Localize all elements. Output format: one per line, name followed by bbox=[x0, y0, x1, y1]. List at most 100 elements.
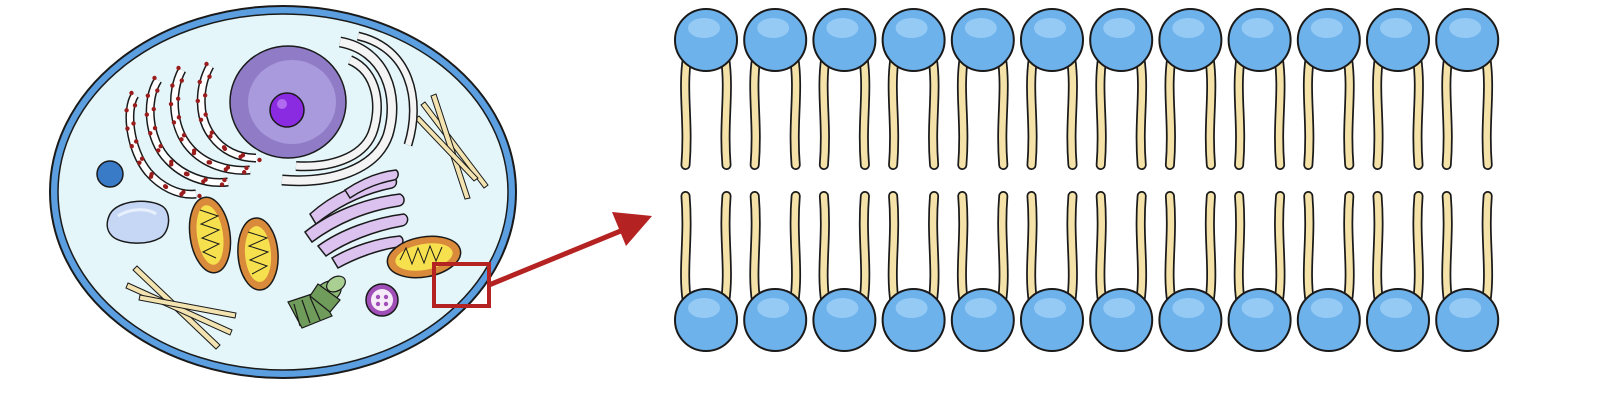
cytoskeleton-fibers-bottom bbox=[125, 265, 237, 350]
ribosome bbox=[191, 150, 197, 156]
head-highlight bbox=[826, 18, 859, 38]
lipid-tail bbox=[1373, 54, 1383, 169]
lipid-tail bbox=[1136, 54, 1146, 169]
ribosome bbox=[148, 131, 153, 136]
ribosome bbox=[139, 156, 145, 161]
ribosome bbox=[125, 126, 130, 131]
lipid-tail bbox=[1443, 192, 1452, 306]
lipid-tail bbox=[860, 54, 869, 169]
head-highlight bbox=[1449, 298, 1482, 318]
head-highlight bbox=[1172, 298, 1205, 318]
ribosome bbox=[203, 177, 208, 182]
ribosome bbox=[209, 130, 215, 135]
ribosome bbox=[131, 121, 136, 126]
head-highlight bbox=[1310, 18, 1343, 38]
lipid-tail bbox=[1067, 54, 1077, 169]
lipid-tail bbox=[1027, 54, 1037, 169]
peroxisome bbox=[365, 283, 399, 317]
ribosome bbox=[156, 148, 161, 153]
ribosome bbox=[222, 177, 227, 183]
ribosome bbox=[169, 162, 174, 167]
ribosome bbox=[207, 74, 212, 79]
lipid-tail bbox=[681, 54, 691, 169]
lipid-tail bbox=[889, 54, 898, 169]
lipid-tail bbox=[820, 54, 829, 169]
lipid-tail bbox=[1235, 192, 1244, 306]
ribosome bbox=[144, 112, 150, 117]
lipid-tail bbox=[790, 54, 800, 169]
ribosomes bbox=[124, 61, 262, 199]
head-highlight bbox=[1241, 298, 1274, 318]
head-highlight bbox=[1310, 298, 1343, 318]
ribosome bbox=[134, 139, 139, 144]
lipid-tail bbox=[889, 192, 898, 306]
head-highlight bbox=[1241, 18, 1274, 38]
lipid-tail bbox=[1136, 192, 1146, 306]
head-highlight bbox=[1103, 18, 1136, 38]
lipid-tail bbox=[1344, 54, 1353, 169]
ribosome bbox=[175, 96, 181, 101]
lipid-tail bbox=[1413, 192, 1423, 306]
lysosome bbox=[96, 160, 124, 188]
ribosome bbox=[158, 143, 163, 149]
ribosome bbox=[129, 144, 134, 149]
ribosome bbox=[129, 90, 134, 96]
head-highlight bbox=[757, 298, 790, 318]
magnification-arrow bbox=[488, 212, 652, 288]
mitochondrion-1 bbox=[188, 196, 232, 274]
lipid-tail bbox=[820, 192, 829, 306]
ribosome bbox=[132, 103, 138, 108]
ribosome bbox=[240, 153, 246, 158]
ribosome bbox=[181, 132, 187, 138]
ribosome bbox=[176, 65, 181, 71]
smooth-endoplasmic-reticulum bbox=[281, 31, 418, 187]
head-highlight bbox=[1103, 298, 1136, 318]
head-highlight bbox=[1380, 298, 1412, 318]
golgi-apparatus bbox=[303, 169, 409, 270]
ribosome bbox=[171, 120, 177, 125]
ribosome bbox=[207, 160, 213, 165]
ribosome bbox=[219, 182, 225, 187]
ribosome bbox=[152, 75, 157, 81]
lipid-tail bbox=[1344, 192, 1353, 306]
ribosome bbox=[155, 88, 160, 93]
lipid-tail bbox=[998, 54, 1007, 169]
lipid-tail bbox=[1275, 54, 1284, 169]
ribosome bbox=[198, 117, 204, 123]
head-highlight bbox=[826, 298, 859, 318]
ribosome bbox=[163, 184, 169, 190]
cytoskeleton-fibers-top bbox=[414, 93, 489, 200]
lipid-tail bbox=[681, 192, 691, 306]
head-highlight bbox=[964, 18, 997, 38]
lipid-tail bbox=[1027, 192, 1037, 306]
ribosome bbox=[179, 137, 184, 142]
ribosome bbox=[151, 106, 156, 112]
ribosome bbox=[179, 78, 184, 83]
ribosome bbox=[152, 125, 158, 131]
lipid-tail bbox=[1206, 54, 1215, 169]
ribosome bbox=[202, 93, 208, 98]
ribosome bbox=[124, 108, 129, 113]
ribosome bbox=[197, 79, 202, 85]
vacuole-highlight bbox=[117, 208, 157, 218]
ribosome bbox=[244, 165, 249, 171]
lipid-tail bbox=[1275, 192, 1284, 306]
ribosome bbox=[168, 101, 174, 107]
ribosome bbox=[176, 115, 182, 120]
ribosome bbox=[203, 112, 208, 117]
head-highlight bbox=[688, 18, 720, 38]
lipid-tail bbox=[1166, 54, 1175, 169]
ribosome bbox=[241, 170, 247, 175]
phospholipid-bilayer bbox=[674, 8, 1500, 352]
head-highlight bbox=[964, 298, 997, 318]
head-highlight bbox=[1172, 18, 1205, 38]
head-highlight bbox=[1034, 298, 1066, 318]
nucleus bbox=[229, 45, 347, 159]
ribosome bbox=[181, 189, 186, 195]
head-highlight bbox=[1034, 18, 1066, 38]
ribosome bbox=[185, 171, 190, 177]
ribosome bbox=[222, 146, 228, 152]
lipid-tail bbox=[1443, 54, 1452, 169]
lipid-tail bbox=[721, 54, 731, 169]
vacuole bbox=[106, 200, 170, 244]
